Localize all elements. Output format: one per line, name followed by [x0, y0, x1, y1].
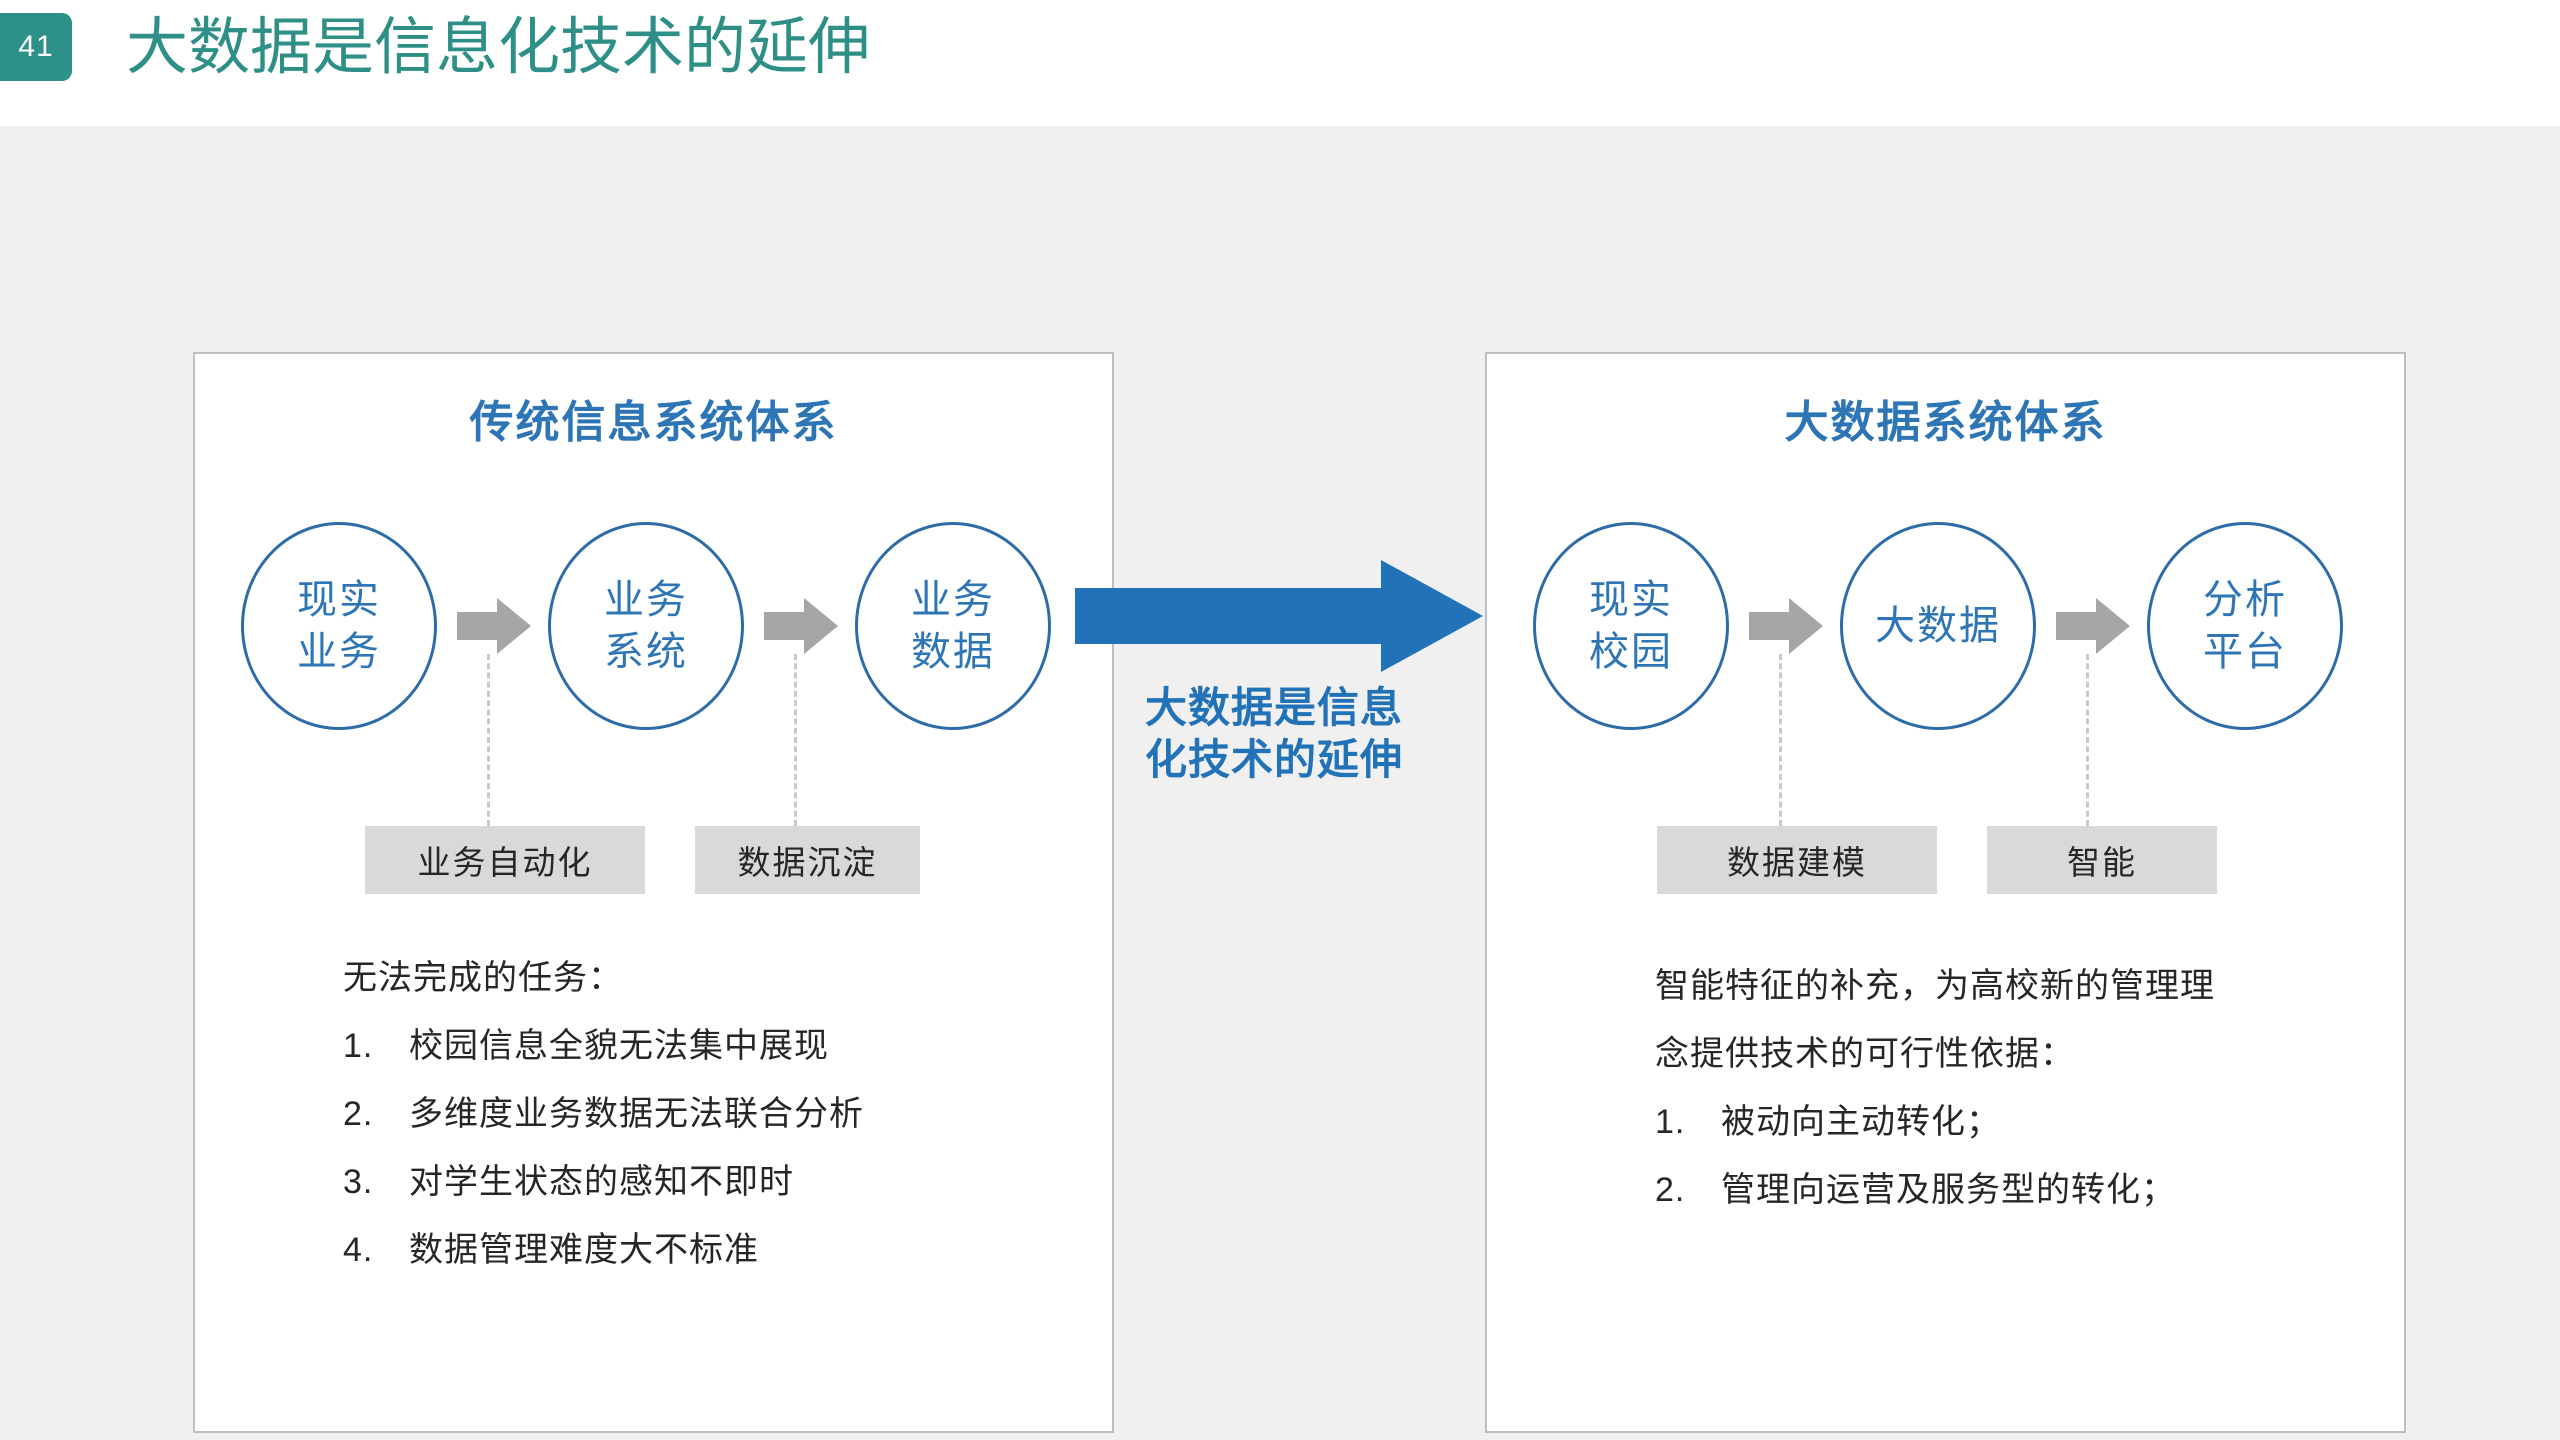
right-lead-line-1: 智能特征的补充，为高校新的管理理: [1655, 967, 2215, 1005]
left-circle-1-line2: 业务: [297, 630, 381, 674]
right-circle-3-line2: 平台: [2203, 630, 2287, 674]
page-title: 大数据是信息化技术的延伸: [126, 13, 871, 82]
left-list-item-2: 2. 多维度业务数据无法联合分析: [343, 1080, 1083, 1148]
left-panel: 传统信息系统体系 现实 业务 业务 系统 业务 数据 业务自动化: [193, 352, 1114, 1433]
left-circle-1: 现实 业务: [241, 522, 437, 730]
center-caption-line2: 化技术的延伸: [1145, 736, 1404, 783]
right-list-item-2: 2. 管理向运营及服务型的转化；: [1655, 1156, 2395, 1224]
left-list-item-2-number: 2.: [343, 1095, 374, 1133]
right-circle-1-line2: 校园: [1589, 630, 1673, 674]
right-connector-line-1: [1779, 654, 1782, 826]
left-lead-text: 无法完成的任务：: [343, 959, 623, 997]
left-list-item-3-number: 3.: [343, 1163, 374, 1201]
center-caption: 大数据是信息 化技术的延伸: [1145, 682, 1485, 786]
right-panel-heading: 大数据系统体系: [1784, 398, 2107, 447]
left-text-block: 无法完成的任务： 1. 校园信息全貌无法集中展现 2. 多维度业务数据无法联合分…: [343, 944, 1083, 1284]
left-flow-diagram: 现实 业务 业务 系统 业务 数据: [195, 522, 1112, 732]
left-circle-3-line2: 数据: [911, 630, 995, 674]
left-arrow-icon-1: [457, 598, 531, 654]
left-list-item-4-number: 4.: [343, 1231, 374, 1269]
left-list-item-4-text: 数据管理难度大不标准: [409, 1231, 759, 1269]
left-list-item-3-text: 对学生状态的感知不即时: [409, 1163, 794, 1201]
left-list-item-1: 1. 校园信息全貌无法集中展现: [343, 1012, 1083, 1080]
right-circle-1: 现实 校园: [1533, 522, 1729, 730]
left-list-item-1-text: 校园信息全貌无法集中展现: [409, 1027, 829, 1065]
left-circle-1-line1: 现实: [297, 578, 381, 622]
center-caption-line1: 大数据是信息: [1145, 684, 1404, 731]
left-label-box-2: 数据沉淀: [695, 826, 920, 894]
left-list-item-4: 4. 数据管理难度大不标准: [343, 1216, 1083, 1284]
left-circle-3: 业务 数据: [855, 522, 1051, 730]
left-list-item-2-text: 多维度业务数据无法联合分析: [409, 1095, 864, 1133]
right-circle-2: 大数据: [1840, 522, 2036, 730]
left-panel-heading: 传统信息系统体系: [469, 398, 838, 447]
right-arrow-icon-1: [1749, 598, 1823, 654]
left-circle-3-line1: 业务: [911, 578, 995, 622]
left-label-box-1: 业务自动化: [365, 826, 645, 894]
left-circle-2-line2: 系统: [604, 630, 688, 674]
right-panel: 大数据系统体系 现实 校园 大数据 分析 平台 数据建模 智能: [1485, 352, 2406, 1433]
left-circle-2: 业务 系统: [548, 522, 744, 730]
center-blue-arrow-icon: [1075, 560, 1483, 672]
right-connector-line-2: [2086, 654, 2089, 826]
left-list-item-1-number: 1.: [343, 1027, 374, 1065]
right-circle-2-line1: 大数据: [1875, 604, 2001, 648]
right-arrow-icon-2: [2056, 598, 2130, 654]
page-number-badge: 41: [0, 13, 72, 81]
left-arrow-icon-2: [764, 598, 838, 654]
left-circle-2-line1: 业务: [604, 578, 688, 622]
right-list-item-1-text: 被动向主动转化；: [1721, 1103, 2001, 1141]
right-list-item-1-number: 1.: [1655, 1103, 1686, 1141]
right-label-box-1: 数据建模: [1657, 826, 1937, 894]
slide-canvas: 传统信息系统体系 现实 业务 业务 系统 业务 数据 业务自动化: [0, 126, 2560, 1440]
right-circle-3-line1: 分析: [2203, 578, 2287, 622]
right-lead-line-2: 念提供技术的可行性依据：: [1655, 1035, 2075, 1073]
right-circle-3: 分析 平台: [2147, 522, 2343, 730]
right-text-block: 智能特征的补充，为高校新的管理理 念提供技术的可行性依据： 1. 被动向主动转化…: [1655, 952, 2395, 1224]
right-list-item-1: 1. 被动向主动转化；: [1655, 1088, 2395, 1156]
right-flow-diagram: 现实 校园 大数据 分析 平台: [1487, 522, 2404, 732]
left-list-item-3: 3. 对学生状态的感知不即时: [343, 1148, 1083, 1216]
left-connector-line-1: [487, 654, 490, 826]
right-circle-1-line1: 现实: [1589, 578, 1673, 622]
right-label-box-2: 智能: [1987, 826, 2217, 894]
left-connector-line-2: [794, 654, 797, 826]
slide-header: 41 大数据是信息化技术的延伸: [0, 0, 2560, 126]
right-list-item-2-text: 管理向运营及服务型的转化；: [1721, 1171, 2176, 1209]
right-list-item-2-number: 2.: [1655, 1171, 1686, 1209]
